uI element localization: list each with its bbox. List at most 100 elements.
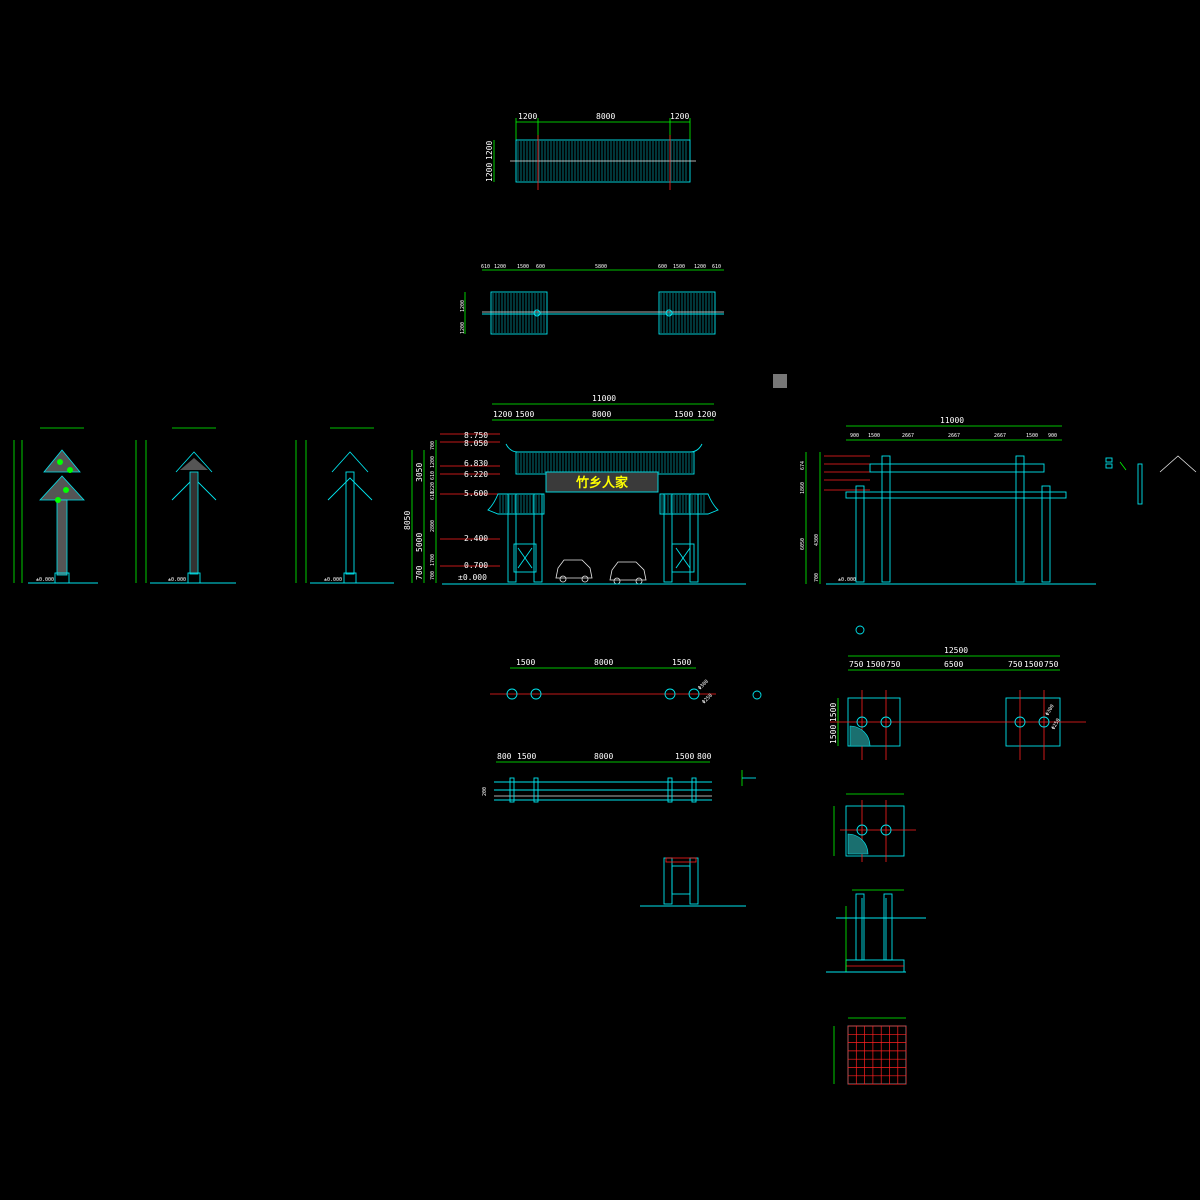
- front-dim-4: 1500: [674, 410, 693, 419]
- column-plan-dim-3: 1500: [672, 658, 691, 667]
- side-elevation-ground: ±0.000: [838, 577, 856, 583]
- side-column-elevation-3: ±0.000: [295, 427, 394, 584]
- front-dim-inner-1: 700: [430, 441, 436, 450]
- front-dim-left-seg-1: 3050: [415, 463, 424, 482]
- lower-roof-dim-2: 1200: [494, 264, 506, 270]
- side-dim-left-4: 6050: [800, 538, 806, 550]
- front-dim-inner-2: 1200: [430, 456, 436, 468]
- side-dim-6: 1500: [1026, 433, 1038, 439]
- lower-roof-dim-1: 610: [481, 264, 490, 270]
- footing-detail-plan: [833, 793, 916, 862]
- front-dim-inner-8: 700: [430, 571, 436, 580]
- front-dim-5: 1200: [697, 410, 716, 419]
- sign-panel: [545, 471, 659, 493]
- roof-plan-dim-3: 1200: [670, 112, 689, 121]
- roof-plan-dim-1: 1200: [518, 112, 537, 121]
- front-dim-inner-6: 2800: [430, 520, 436, 532]
- lower-roof-plan: 610 1200 1500 600 5800 600 1500 1200 610…: [460, 264, 724, 335]
- side-dim-5: 2667: [994, 433, 1006, 439]
- lower-roof-dim-9: 610: [712, 264, 721, 270]
- roof-detail-sketch: [1105, 455, 1197, 505]
- side-dim-left-2: 1860: [800, 482, 806, 494]
- foundation-dim-left-2: 1500: [829, 725, 838, 744]
- roof-plan-dim-left-1: 1200: [485, 141, 494, 160]
- beam-plan-dim-2: 1500: [517, 752, 536, 761]
- elev-label-1: 8.750: [464, 431, 488, 440]
- elev-label-7: 0.700: [464, 561, 488, 570]
- lower-roof-dim-left-1: 1200: [460, 300, 466, 312]
- foundation-dim-3: 750: [886, 660, 901, 669]
- rebar-grid: [833, 1017, 907, 1085]
- car-icon-1: [555, 559, 593, 583]
- side-dim-left-5: 700: [814, 573, 820, 582]
- roof-plan-dim-2: 8000: [596, 112, 615, 121]
- front-dim-inner-5: 610: [430, 491, 436, 500]
- front-dim-left-seg-3: 700: [415, 565, 424, 580]
- lower-roof-dim-4: 600: [536, 264, 545, 270]
- side-dim-3: 2667: [902, 433, 914, 439]
- side-dim-1: 900: [850, 433, 859, 439]
- front-elevation: 11000 1200 1500 8000 1500 1200 8050 3050…: [403, 394, 746, 585]
- beam-plan: 800 1500 8000 1500 800 200: [482, 752, 756, 803]
- front-dim-inner-3: 610: [430, 471, 436, 480]
- side-col-2-ground: ±0.000: [168, 577, 186, 583]
- column-section-symbol-2: [752, 690, 762, 700]
- side-elevation-overall-width: 11000: [940, 416, 964, 425]
- foundation-plan: 12500 750 1500 750 6500 750 1500 750 150…: [829, 646, 1086, 760]
- front-dim-left-total: 8050: [403, 511, 412, 530]
- front-dim-left-seg-2: 5000: [415, 533, 424, 552]
- foundation-dim-4: 6500: [944, 660, 963, 669]
- pile-label-2: Φ250: [1051, 718, 1062, 731]
- column-base-section: [640, 857, 746, 907]
- beam-plan-dim-4: 1500: [675, 752, 694, 761]
- beam-plan-dim-left: 200: [482, 787, 488, 796]
- foundation-dim-left-1: 1500: [829, 703, 838, 722]
- roof-plan-dim-left-2: 1200: [485, 163, 494, 182]
- foundation-dim-6: 1500: [1024, 660, 1043, 669]
- elev-label-4: 6.220: [464, 470, 488, 479]
- beam-plan-dim-3: 8000: [594, 752, 613, 761]
- column-label-2: Φ250: [701, 693, 714, 706]
- lower-roof-dim-7: 1500: [673, 264, 685, 270]
- foundation-dim-2: 1500: [866, 660, 885, 669]
- side-column-elevation-2: ±0.000: [135, 427, 236, 584]
- beam-plan-dim-1: 800: [497, 752, 512, 761]
- front-elevation-overall-width: 11000: [592, 394, 616, 403]
- side-dim-4: 2667: [948, 433, 960, 439]
- side-dim-2: 1500: [868, 433, 880, 439]
- roof-plan: 1200 8000 1200 1200 1200: [485, 112, 696, 190]
- elev-label-3: 6.830: [464, 459, 488, 468]
- lower-roof-dim-6: 600: [658, 264, 667, 270]
- side-elevation: 11000 900 1500 2667 2667 2667 1500 900 6…: [800, 416, 1096, 585]
- elev-label-8: ±0.000: [458, 573, 487, 582]
- front-dim-1: 1200: [493, 410, 512, 419]
- column-section-symbol-1: [855, 625, 865, 635]
- foundation-dim-7: 750: [1044, 660, 1059, 669]
- lower-roof-dim-left-2: 1200: [460, 322, 466, 334]
- foundation-dim-1: 750: [849, 660, 864, 669]
- foundation-overall-width: 12500: [944, 646, 968, 655]
- hatch-legend-swatch: [773, 374, 787, 388]
- sign-text: 竹乡人家: [575, 475, 629, 491]
- front-dim-inner-7: 1700: [430, 554, 436, 566]
- front-dim-2: 1500: [515, 410, 534, 419]
- lower-roof-dim-5: 5800: [595, 264, 607, 270]
- lower-roof-dim-3: 1500: [517, 264, 529, 270]
- elev-label-5: 5.600: [464, 489, 488, 498]
- column-plan-dim-2: 8000: [594, 658, 613, 667]
- car-icon-2: [609, 561, 647, 585]
- side-column-elevation-1: ±0.000: [13, 427, 98, 584]
- column-plan-dim-1: 1500: [516, 658, 535, 667]
- column-plan: 1500 8000 1500 Φ300 Φ250: [490, 658, 716, 705]
- column-label-1: Φ300: [697, 679, 710, 692]
- elev-label-6: 2.400: [464, 534, 488, 543]
- lower-roof-dim-8: 1200: [694, 264, 706, 270]
- front-dim-3: 8000: [592, 410, 611, 419]
- elev-label-2: 8.050: [464, 439, 488, 448]
- side-dim-left-1: 674: [800, 461, 806, 470]
- front-dim-inner-4: 1220: [430, 482, 436, 494]
- side-col-3-ground: ±0.000: [324, 577, 342, 583]
- beam-plan-dim-5: 800: [697, 752, 712, 761]
- foundation-dim-5: 750: [1008, 660, 1023, 669]
